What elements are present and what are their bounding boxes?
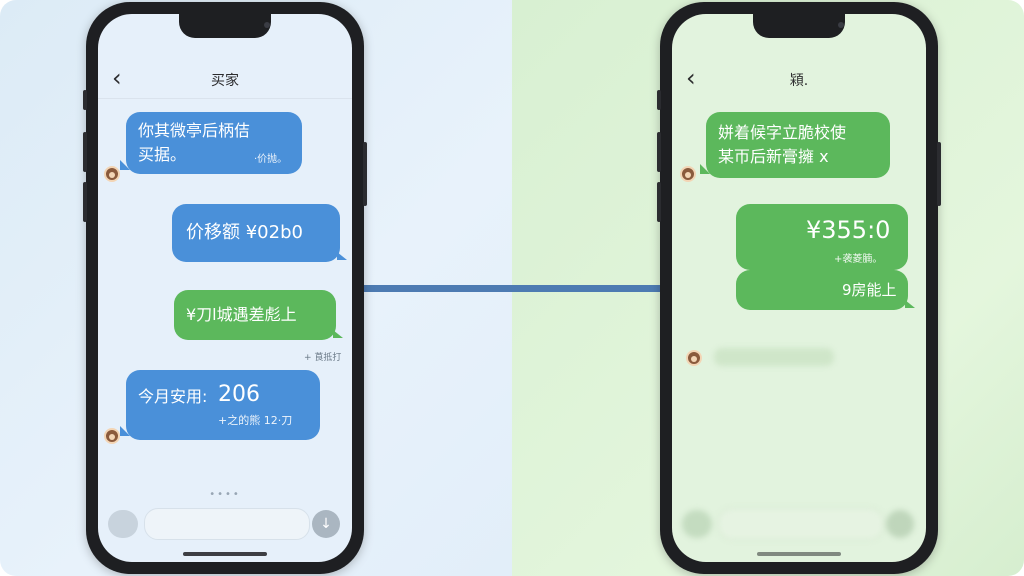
message-bubble[interactable]: 今月安用: 206 +之的熊 12·刀: [120, 370, 320, 440]
mute-switch: [83, 90, 87, 110]
avatar: [686, 350, 702, 366]
message-bubble[interactable]: 9房能上: [736, 270, 915, 310]
power-button: [363, 142, 367, 206]
volume-up-button: [83, 132, 87, 172]
chat-screen-right: ‹ 㯋. 姘着候字立脆校使 某帀后新膏擁 ⅹ ¥355:0 +袭菱腩。 9房能上: [672, 14, 926, 562]
volume-down-button: [83, 182, 87, 222]
camera-icon: [838, 22, 844, 28]
message-line: 买据。: [138, 145, 187, 164]
message-line: 姘着候字立脆校使: [718, 123, 847, 142]
home-indicator: [757, 552, 841, 556]
chat-screen-left: ‹ 买家 你其微亭后柄佶 买据。 ·价抛。 价移额 ¥02b0 ¥刀l城遇差彪上…: [98, 14, 352, 562]
message-bubble[interactable]: 姘着候字立脆校使 某帀后新膏擁 ⅹ: [700, 112, 890, 178]
chat-header: ‹ 买家: [98, 66, 352, 98]
message-line: 你其微亭后柄佶: [138, 121, 251, 140]
microphone-icon[interactable]: [886, 510, 914, 538]
phone-right: ‹ 㯋. 姘着候字立脆校使 某帀后新膏擁 ⅹ ¥355:0 +袭菱腩。 9房能上: [657, 2, 941, 574]
message-note: +之的熊 12·刀: [218, 414, 293, 427]
notch: [753, 14, 845, 38]
avatar: [680, 166, 696, 182]
blurred-message: [714, 348, 834, 366]
notch: [179, 14, 271, 38]
message-bubble[interactable]: 你其微亭后柄佶 买据。 ·价抛。: [120, 112, 302, 174]
message-line: 某帀后新膏擁 ⅹ: [718, 147, 829, 166]
volume-down-button: [657, 182, 661, 222]
message-note: + 莨抵打: [304, 353, 342, 363]
message-amount: 206: [218, 382, 260, 407]
avatar: [104, 428, 120, 444]
chevron-left-icon[interactable]: ‹: [112, 64, 122, 92]
message-amount: ¥355:0: [806, 216, 891, 244]
power-button: [937, 142, 941, 206]
home-indicator: [183, 552, 267, 556]
microphone-icon[interactable]: ↓: [312, 510, 340, 538]
chat-title: 买家: [211, 73, 239, 89]
avatar: [104, 166, 120, 182]
volume-up-button: [657, 132, 661, 172]
message-label: 今月安用:: [138, 387, 208, 406]
composer: ↓: [98, 506, 352, 542]
message-note: ·价抛。: [254, 154, 288, 165]
emoji-icon[interactable]: [682, 510, 712, 538]
typing-indicator: ••••: [209, 489, 241, 500]
message-note: +袭菱腩。: [834, 254, 883, 265]
chat-title: 㯋.: [789, 73, 809, 89]
message-input[interactable]: [718, 508, 884, 540]
composer: [672, 506, 926, 542]
message-input[interactable]: [144, 508, 310, 540]
message-bubble[interactable]: ¥355:0 +袭菱腩。: [736, 204, 908, 270]
message-bubble[interactable]: ¥刀l城遇差彪上: [174, 290, 343, 340]
chat-header: ‹ 㯋.: [672, 66, 926, 98]
phone-left: ‹ 买家 你其微亭后柄佶 买据。 ·价抛。 价移额 ¥02b0 ¥刀l城遇差彪上…: [83, 2, 367, 574]
header-divider: [98, 98, 352, 99]
message-text: 价移额 ¥02b0: [186, 222, 303, 243]
connector-line: [360, 285, 666, 292]
message-bubble[interactable]: 价移额 ¥02b0: [172, 204, 347, 262]
message-text: ¥刀l城遇差彪上: [186, 305, 297, 324]
chevron-left-icon[interactable]: ‹: [686, 64, 696, 92]
camera-icon: [264, 22, 270, 28]
mute-switch: [657, 90, 661, 110]
message-text: 9房能上: [842, 281, 897, 299]
emoji-icon[interactable]: [108, 510, 138, 538]
